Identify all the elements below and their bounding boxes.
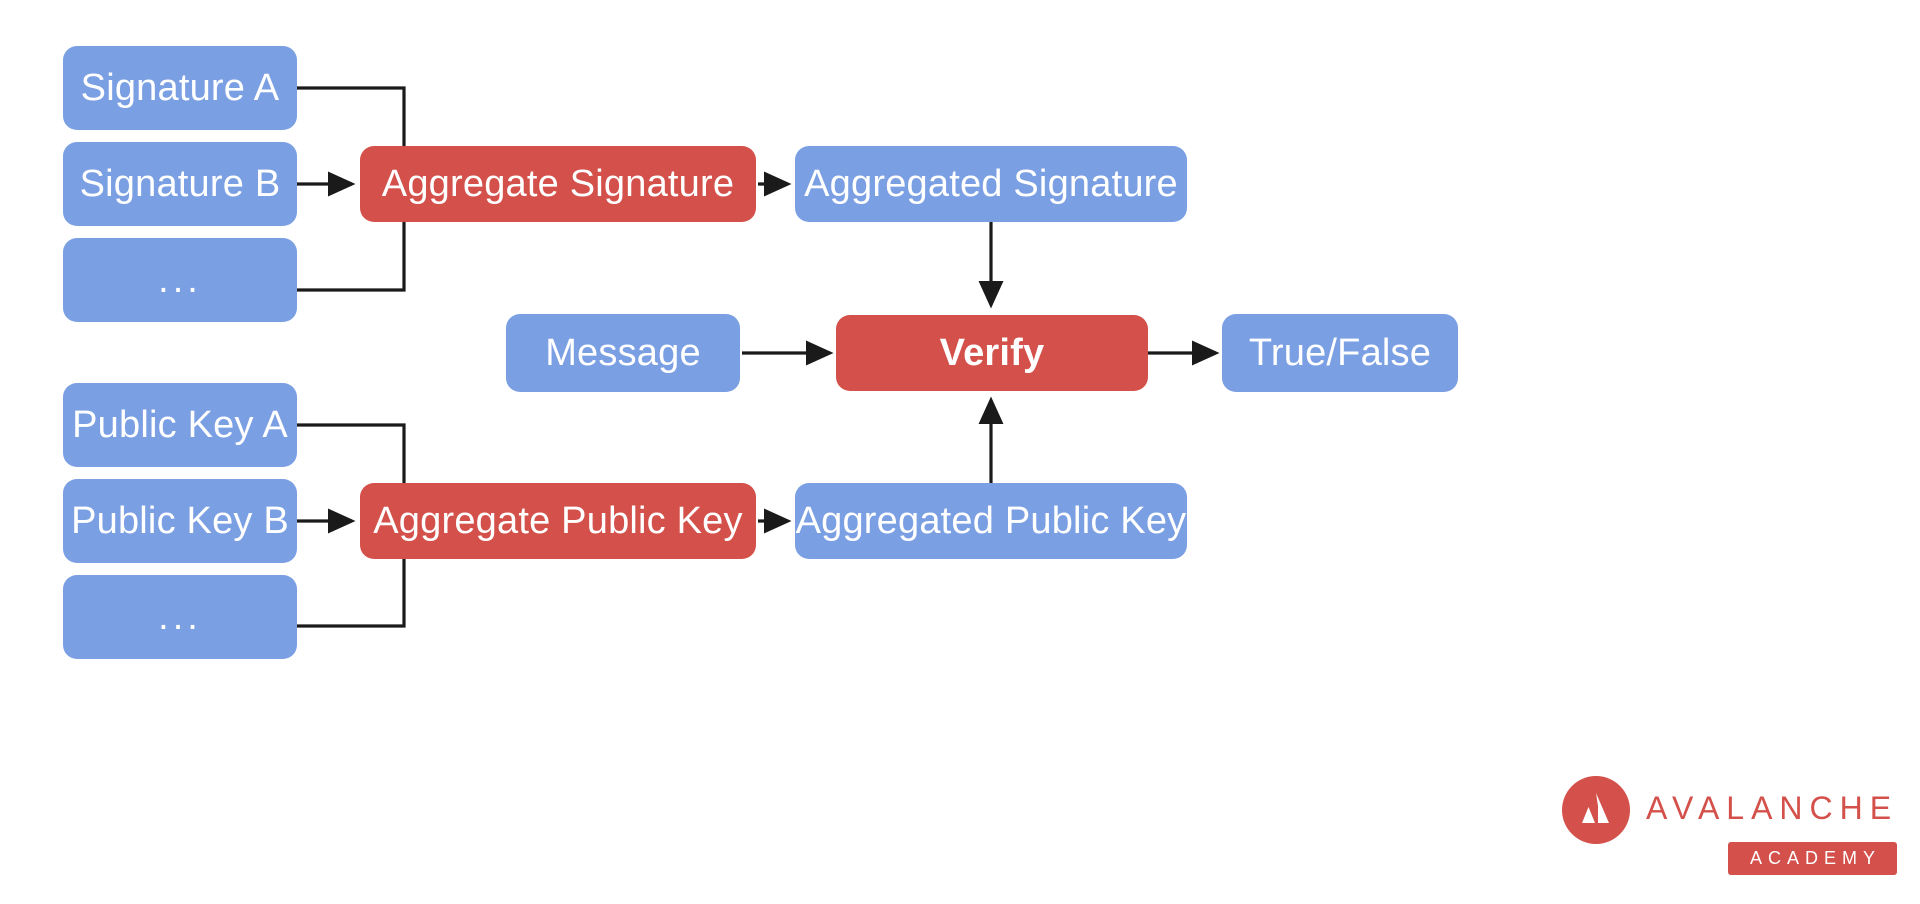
node-public-key-ellipsis[interactable]: ... [63,575,297,659]
avalanche-circle-icon [1562,776,1630,844]
node-public-key-a[interactable]: Public Key A [63,383,297,467]
node-aggregate-public-key[interactable]: Aggregate Public Key [360,483,756,559]
node-signature-b[interactable]: Signature B [63,142,297,226]
node-signature-a[interactable]: Signature A [63,46,297,130]
node-message[interactable]: Message [506,314,740,392]
node-public-key-b[interactable]: Public Key B [63,479,297,563]
logo-wordmark: AVALANCHE [1646,790,1899,826]
node-aggregate-signature[interactable]: Aggregate Signature [360,146,756,222]
node-verify[interactable]: Verify [836,315,1148,391]
avalanche-academy-logo: AVALANCHE ACADEMY [1562,776,1898,886]
node-true-false[interactable]: True/False [1222,314,1458,392]
logo-academy-badge: ACADEMY [1728,842,1898,875]
node-aggregated-public-key[interactable]: Aggregated Public Key [795,483,1187,559]
avalanche-triangle-icon [1582,793,1609,823]
node-signature-ellipsis[interactable]: ... [63,238,297,322]
node-aggregated-signature[interactable]: Aggregated Signature [795,146,1187,222]
